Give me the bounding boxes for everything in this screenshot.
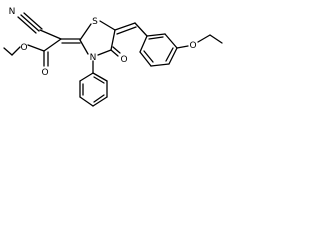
atom-o-ester-ether: O	[20, 43, 27, 53]
bond-ester-c-o	[27, 44, 45, 52]
bond-ph3-ph4	[79, 96, 94, 107]
bond-ph1-ph2	[79, 72, 94, 82]
bond-c4-o-1	[110, 49, 119, 57]
molecule-diagram: N S N O O O O	[3, 7, 223, 107]
atom-n-cyano: N	[9, 7, 16, 17]
bond-ar1-ar2	[139, 35, 148, 53]
bond-s-c5	[99, 20, 116, 31]
bond-cyano-2	[23, 12, 43, 30]
bond-c4-o-2	[112, 46, 121, 54]
bond-c4-n	[97, 49, 112, 56]
bond-o-ch2	[11, 46, 21, 56]
atom-labels: N S N O O O O	[9, 7, 197, 78]
bond-ar3-ar4	[150, 63, 170, 67]
bond-ar-inner-2	[165, 47, 174, 62]
bond-o-ch2-ethoxy	[197, 34, 211, 43]
bond-c5-ch-1	[114, 22, 136, 31]
bond-ar4-ar5	[168, 47, 178, 65]
bond-ph6-ph1	[92, 72, 108, 82]
bond-ar-inner-3	[148, 36, 164, 40]
bond-cyano-1	[20, 14, 40, 32]
bond-ar-inner-1	[143, 50, 154, 63]
bond-ch-aryl	[134, 22, 148, 37]
bond-c5-c4	[110, 29, 116, 51]
bond-ar5-ar6	[164, 33, 178, 49]
bond-cyano-3	[17, 16, 37, 34]
atom-o-ethoxy: O	[189, 41, 196, 51]
bond-c2-s	[79, 23, 92, 41]
atom-o-ester-carbonyl: O	[41, 68, 48, 78]
bond-ph-inner-2	[93, 94, 105, 103]
bond-c5-ch-2	[116, 26, 137, 35]
bond-n-c2	[79, 39, 89, 55]
bond-ph-inner-3	[93, 76, 105, 84]
bond-ar6-ar1	[146, 33, 166, 37]
bond-ar-o-ethoxy	[176, 45, 189, 49]
bonds	[3, 12, 223, 107]
bond-ch2-ch3	[3, 47, 13, 56]
bond-ph4-ph5	[92, 96, 108, 107]
bond-ar2-ar3	[139, 51, 152, 67]
chemical-structure-canvas: N S N O O O O	[0, 0, 231, 115]
atom-n-ring: N	[90, 53, 97, 63]
bond-ch2-ch3-ethoxy	[209, 34, 223, 44]
atom-o-carbonyl-ring: O	[120, 55, 127, 65]
bond-cn-alpha	[39, 29, 62, 40]
bond-alpha-ester	[43, 38, 62, 52]
atom-s-ring: S	[92, 17, 98, 27]
